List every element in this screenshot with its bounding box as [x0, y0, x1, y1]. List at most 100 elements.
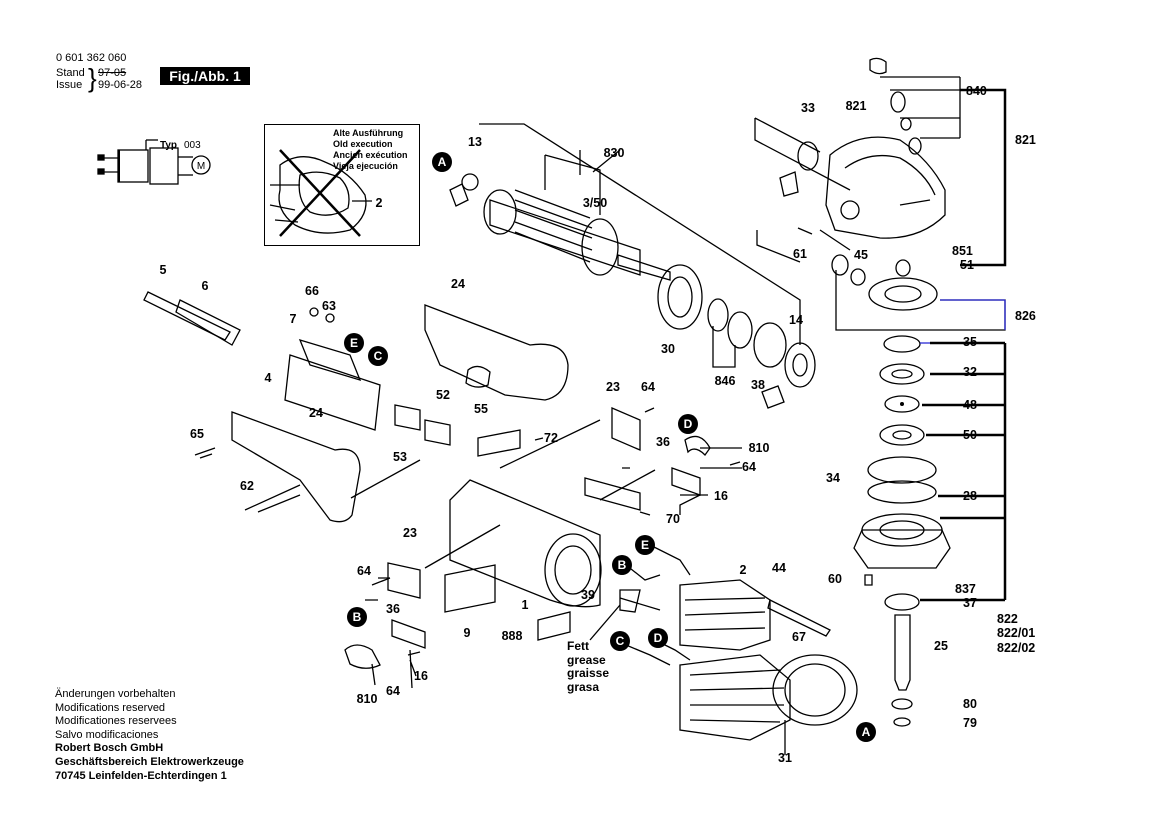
gear-housing: [754, 57, 961, 263]
old-execution-drawing: [269, 149, 372, 237]
callout-d-bottom: D: [648, 628, 668, 648]
part-label-53: 53: [393, 450, 407, 464]
old-execution-box: Alte Ausführung Old execution Ancien exé…: [264, 124, 420, 246]
part-label-62: 62: [240, 479, 254, 493]
part-label-3-50: 3/50: [582, 196, 608, 210]
header-brace: }: [88, 63, 97, 93]
old-execution-line: Alte Ausführung: [333, 128, 404, 138]
part-label-63: 63: [322, 299, 336, 313]
stator: [679, 579, 771, 651]
part-label-35: 35: [963, 335, 977, 349]
callout-c: C: [368, 346, 388, 366]
grease-line: graisse: [567, 666, 610, 680]
part-label-4: 4: [264, 371, 272, 385]
part-number: 0 601 362 060: [56, 52, 127, 64]
grease-note: Fett grease graisse grasa: [567, 639, 610, 694]
armature: [449, 173, 671, 281]
callout-e-bottom: E: [635, 535, 655, 555]
part-label-55: 55: [474, 402, 488, 416]
issue-value: 99-06-28: [98, 79, 143, 91]
footer-line: Salvo modificaciones: [55, 728, 159, 741]
part-label-50: 50: [963, 428, 977, 442]
footer-line: Modificationes reservees: [55, 715, 177, 728]
wiring-schematic: [97, 139, 211, 185]
footer: Änderungen vorbehalten Modifications res…: [55, 688, 244, 783]
part-label-24-lower: 24: [309, 406, 323, 420]
part-label-23: 23: [606, 380, 620, 394]
part-label-851: 851: [952, 244, 973, 258]
handle-bottom: [231, 411, 361, 523]
company-division: Geschäftsbereich Elektrowerkzeuge: [55, 755, 244, 768]
part-label-60: 60: [828, 572, 842, 586]
part-label-6: 6: [201, 279, 209, 293]
group-bracket-830: [479, 123, 801, 345]
part-label-837: 837: [955, 582, 976, 596]
part-label-36: 36: [656, 435, 670, 449]
part-label-66: 66: [305, 284, 319, 298]
footer-line: Änderungen vorbehalten: [55, 688, 176, 700]
part-label-65: 65: [190, 427, 204, 441]
part-label-34: 34: [826, 471, 840, 485]
part-label-33: 33: [801, 101, 815, 115]
callout-b: B: [612, 555, 632, 575]
part-label-826: 826: [1015, 309, 1036, 323]
part-label-9: 9: [463, 626, 471, 640]
figure-label: Fig./Abb. 1: [160, 67, 250, 85]
issue-label: Issue: [56, 79, 83, 91]
motor-housing: [449, 479, 601, 608]
part-label-70: 70: [666, 512, 680, 526]
part-label-37: 37: [963, 596, 977, 610]
handle-top: [424, 304, 569, 401]
part-label-45: 45: [854, 248, 868, 262]
part-label-1: 1: [521, 598, 529, 612]
part-label-888: 888: [501, 629, 523, 643]
callout-e: E: [344, 333, 364, 353]
part-label-36-left: 36: [386, 602, 400, 616]
part-label-39: 39: [581, 588, 595, 602]
part-label-48: 48: [963, 398, 977, 412]
part-label-13: 13: [468, 135, 482, 149]
old-execution-line: Ancien exécution: [333, 150, 408, 160]
old-execution-line: Old execution: [333, 139, 393, 149]
part-label-821-upper: 821: [845, 99, 867, 113]
part-label-52: 52: [436, 388, 450, 402]
stand-label: Stand: [56, 67, 85, 79]
part-label-840: 840: [966, 84, 987, 98]
company-address: 70745 Leinfelden-Echterdingen 1: [55, 769, 227, 782]
part-label-822-01: 822/01: [997, 626, 1036, 640]
part-label-61: 61: [793, 247, 807, 261]
callout-c-bottom: C: [610, 631, 630, 651]
part-label-810: 810: [748, 441, 770, 455]
part-label-23-left: 23: [403, 526, 417, 540]
part-label-24: 24: [451, 277, 465, 291]
part-label-38: 38: [751, 378, 765, 392]
part-label-822: 822: [997, 612, 1018, 626]
part-label-30: 30: [661, 342, 675, 356]
part-label-7: 7: [289, 312, 297, 326]
part-label-79: 79: [963, 716, 977, 730]
motor-symbol: [191, 155, 211, 175]
part-label-64: 64: [641, 380, 655, 394]
old-execution-line: Vieja ejecución: [333, 161, 398, 171]
part-label-28: 28: [963, 489, 977, 503]
part-label-51: 51: [960, 258, 974, 272]
part-label-67: 67: [792, 630, 806, 644]
part-label-846: 846: [714, 374, 736, 388]
part-label-72: 72: [544, 431, 558, 445]
part-label-16-left: 16: [414, 669, 428, 683]
footer-line: Modifications reserved: [55, 701, 166, 714]
part-label-64-left: 64: [357, 564, 371, 578]
motor-symbol-label: M: [197, 161, 205, 172]
part-label-31: 31: [778, 751, 792, 765]
part-label-32: 32: [963, 365, 977, 379]
schematic-type-label: Typ: [160, 140, 178, 151]
grease-line: grasa: [567, 679, 600, 694]
grease-line: grease: [567, 652, 606, 667]
schematic-type-value: 003: [184, 140, 201, 151]
part-label-5: 5: [159, 263, 167, 277]
part-label-64-bottom: 64: [386, 684, 400, 698]
callout-d: D: [678, 414, 698, 434]
stand-value: 97-05: [98, 67, 127, 79]
